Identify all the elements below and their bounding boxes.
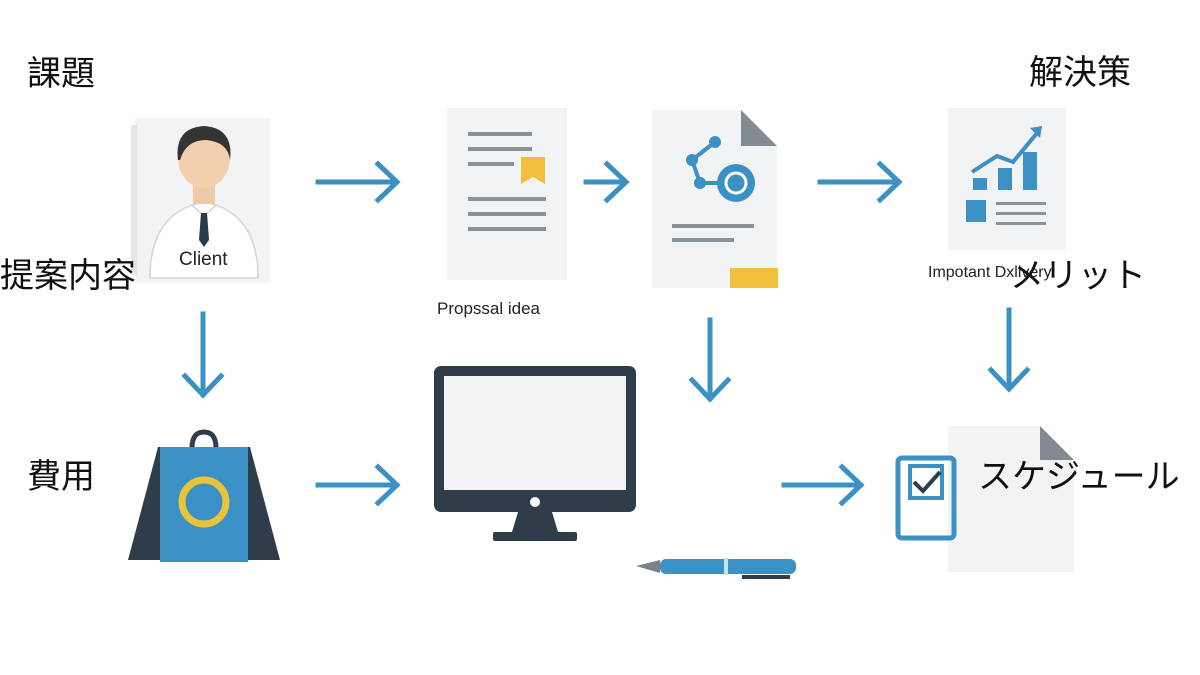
arrow-bag-to-monitor bbox=[315, 463, 401, 507]
label-solution: 解決策 bbox=[1029, 53, 1131, 93]
arrow-proposal-to-network bbox=[583, 160, 630, 204]
arrow-chart-down bbox=[987, 307, 1031, 393]
label-cost: 費用 bbox=[27, 457, 95, 497]
network-document-icon bbox=[652, 110, 778, 288]
monitor-icon bbox=[434, 366, 636, 541]
schedule-document-icon bbox=[948, 426, 1074, 572]
proposal-idea-caption: Propssal idea bbox=[437, 299, 541, 318]
arrow-network-to-chart bbox=[817, 160, 903, 204]
proposal-document-icon bbox=[447, 108, 567, 280]
label-schedule: スケジュール bbox=[978, 457, 1180, 497]
important-delivery-caption: Impotant Dxlivery bbox=[928, 264, 1052, 281]
arrow-network-down bbox=[688, 317, 732, 403]
person-icon bbox=[149, 126, 259, 279]
client-card bbox=[131, 118, 270, 283]
label-issue: 課題 bbox=[27, 54, 95, 94]
checkbox-icon bbox=[895, 455, 957, 541]
growth-chart-icon bbox=[948, 108, 1066, 250]
arrow-to-schedule bbox=[781, 463, 865, 507]
label-merit: メリット bbox=[1010, 256, 1146, 296]
arrow-client-down bbox=[181, 311, 225, 399]
flow-arrows bbox=[181, 160, 1031, 507]
client-caption: Client bbox=[179, 249, 228, 270]
label-proposal-content: 提案内容 bbox=[0, 256, 136, 296]
arrow-client-to-proposal bbox=[315, 160, 401, 204]
bag-icon bbox=[128, 429, 280, 562]
pen-icon bbox=[636, 558, 796, 579]
